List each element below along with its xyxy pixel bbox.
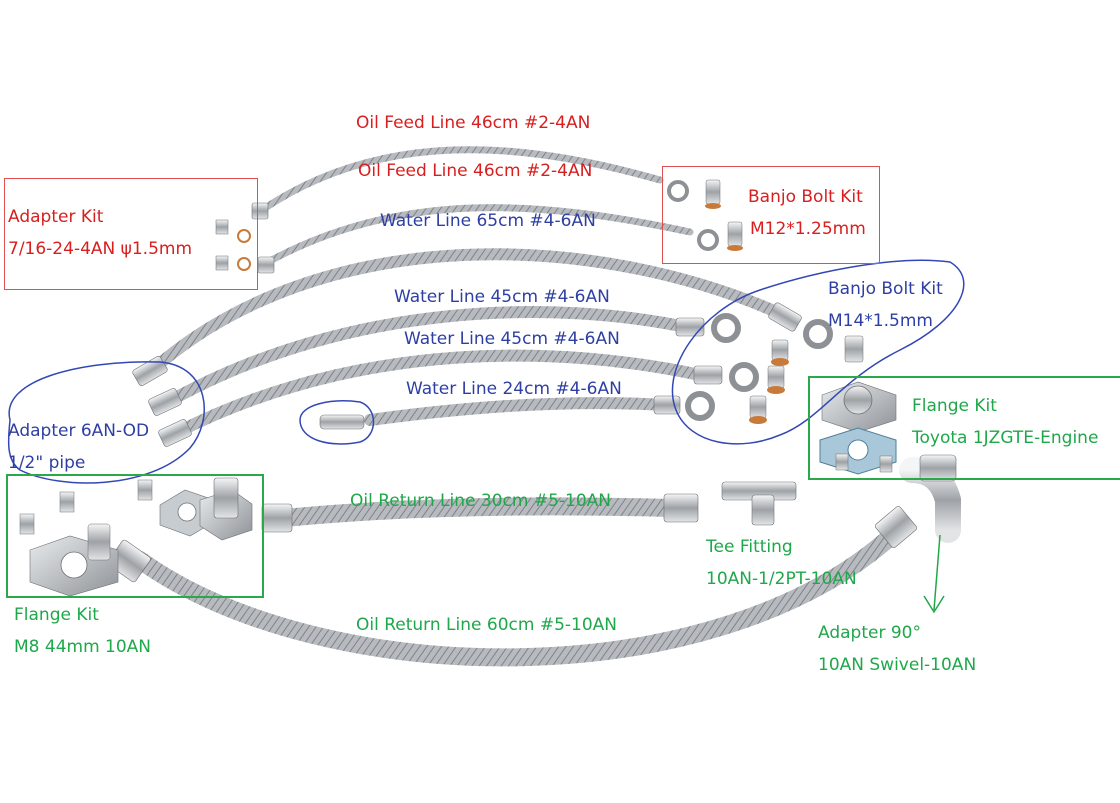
banjo-bolt-m14-parts — [749, 335, 864, 424]
adapter-90-title: Adapter 90° — [818, 623, 921, 643]
banjo-bolt-m12-title: Banjo Bolt Kit — [748, 187, 863, 207]
adapter-kit-title: Adapter Kit — [8, 207, 104, 227]
adapter-6an-title: Adapter 6AN-OD — [8, 421, 150, 441]
adapter-90-spec: 10AN Swivel-10AN — [818, 655, 977, 675]
tee-fitting-shape — [721, 481, 797, 526]
tee-fitting-title: Tee Fitting — [706, 537, 793, 557]
adapter-kit-box — [4, 178, 258, 290]
annotation-arrow-adapter-90 — [933, 534, 941, 611]
oil-return-hose-60 — [131, 519, 909, 667]
flange-kit-toyota-parts — [819, 381, 897, 475]
water-hose-65 — [144, 248, 796, 378]
water-hose-45b — [172, 349, 706, 438]
adapter-kit-spec: 7/16-24-4AN ψ1.5mm — [8, 239, 193, 259]
adapter-kit-parts — [215, 219, 251, 271]
water-line-65-label: Water Line 65cm #4-6AN — [380, 211, 596, 231]
banjo-bolt-m12-box — [662, 166, 880, 264]
oil-feed-hose-2 — [264, 204, 694, 266]
annotation-oval-adapter-6an — [7, 361, 205, 484]
oil-return-60-label: Oil Return Line 60cm #5-10AN — [356, 615, 617, 635]
banjo-bolt-m14-spec: M14*1.5mm — [828, 311, 933, 331]
water-hose-45a — [162, 306, 696, 408]
flange-kit-m8-title: Flange Kit — [14, 605, 99, 625]
oil-feed-label-1: Oil Feed Line 46cm #2-4AN — [356, 113, 591, 133]
banjo-bolt-m14-title: Banjo Bolt Kit — [828, 279, 943, 299]
flange-kit-m8-spec: M8 44mm 10AN — [14, 637, 152, 657]
tee-fitting-spec: 10AN-1/2PT-10AN — [706, 569, 857, 589]
water-line-45a-label: Water Line 45cm #4-6AN — [394, 287, 610, 307]
water-hose-24 — [364, 397, 671, 426]
oil-return-hose-30 — [276, 497, 679, 527]
annotation-oval-banjo-m14 — [671, 259, 965, 445]
adapter-6an-spec: 1/2" pipe — [8, 453, 86, 473]
water-line-24-label: Water Line 24cm #4-6AN — [406, 379, 622, 399]
water-line-45b-label: Water Line 45cm #4-6AN — [404, 329, 620, 349]
banjo-bolt-m12-spec: M12*1.25mm — [750, 219, 866, 239]
flange-kit-toyota-box — [808, 376, 1120, 480]
flange-kit-toyota-spec: Toyota 1JZGTE-Engine — [912, 428, 1099, 448]
oil-feed-hose-1 — [258, 146, 664, 214]
flange-kit-toyota-title: Flange Kit — [912, 396, 997, 416]
banjo-bolt-m12-parts — [705, 179, 743, 251]
oil-return-30-label: Oil Return Line 30cm #5-10AN — [350, 491, 611, 511]
annotation-oval-water-24 — [299, 400, 375, 445]
flange-kit-m8-box — [6, 474, 264, 598]
flange-kit-m8-parts — [19, 477, 253, 597]
oil-feed-label-2: Oil Feed Line 46cm #2-4AN — [358, 161, 593, 181]
